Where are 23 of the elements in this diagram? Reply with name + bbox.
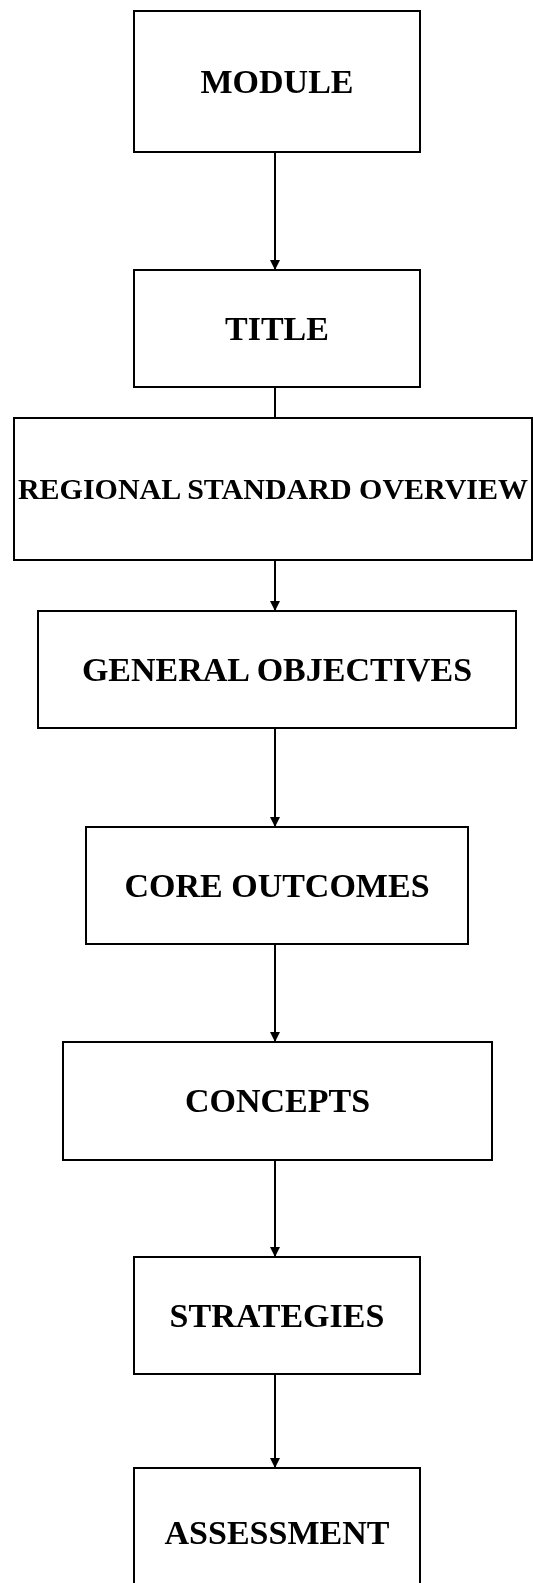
process-box [133, 1467, 421, 1583]
process-box [133, 269, 421, 388]
connector-line [274, 387, 276, 418]
process-box [85, 826, 469, 945]
box-label: REGIONAL STANDARD OVERVIEW [17, 471, 529, 507]
arrow [270, 1374, 280, 1468]
arrow [270, 152, 280, 270]
process-box [62, 1041, 493, 1161]
box-label: CORE OUTCOMES [124, 866, 430, 905]
arrow [270, 560, 280, 611]
process-box [133, 10, 421, 153]
arrow [270, 728, 280, 827]
process-box [133, 1256, 421, 1375]
arrow [270, 944, 280, 1042]
process-box [37, 610, 517, 729]
box-label: TITLE [225, 309, 329, 348]
box-label: CONCEPTS [184, 1082, 371, 1120]
box-label: STRATEGIES [169, 1296, 385, 1335]
arrow [270, 1160, 280, 1257]
box-label: GENERAL OBJECTIVES [81, 650, 473, 689]
process-box [13, 417, 533, 561]
box-label: ASSESSMENT [164, 1514, 390, 1552]
box-label: MODULE [200, 62, 354, 101]
